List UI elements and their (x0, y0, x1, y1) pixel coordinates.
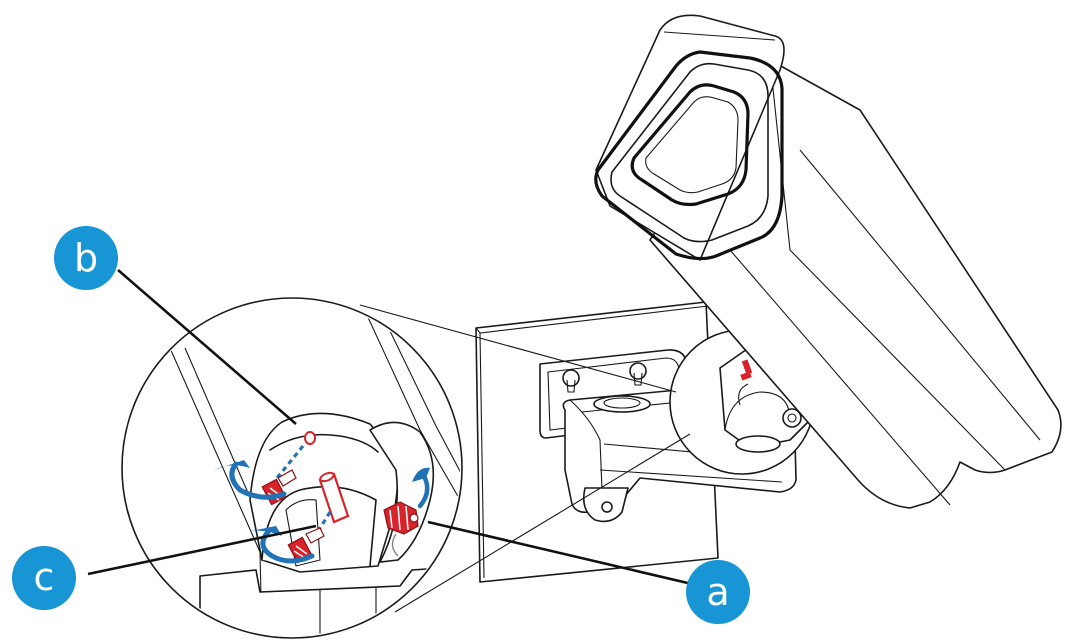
screw-b-guide (275, 431, 316, 480)
callout-b-label: b (74, 236, 98, 280)
lens-window (630, 83, 750, 207)
callout-c-label: c (34, 555, 55, 599)
magnifier-connector-lines (359, 304, 691, 613)
callout-b: b (54, 226, 118, 290)
rotation-arrow-upper-icon (214, 460, 287, 500)
keyhole-left (562, 369, 580, 393)
magnified-detail-circle (121, 297, 463, 639)
keyhole-right (629, 362, 647, 386)
screw-a-icon (383, 501, 419, 535)
screw-icon (740, 359, 753, 381)
callout-a: a (686, 560, 750, 624)
callout-c: c (12, 546, 76, 610)
camera-body (594, 14, 1062, 509)
callout-leaders (87, 269, 693, 586)
rotation-arrow-lower-icon (246, 526, 315, 564)
callout-a-label: a (706, 570, 729, 614)
pin-c (318, 471, 350, 524)
rotation-arrow-a-icon (391, 467, 430, 557)
